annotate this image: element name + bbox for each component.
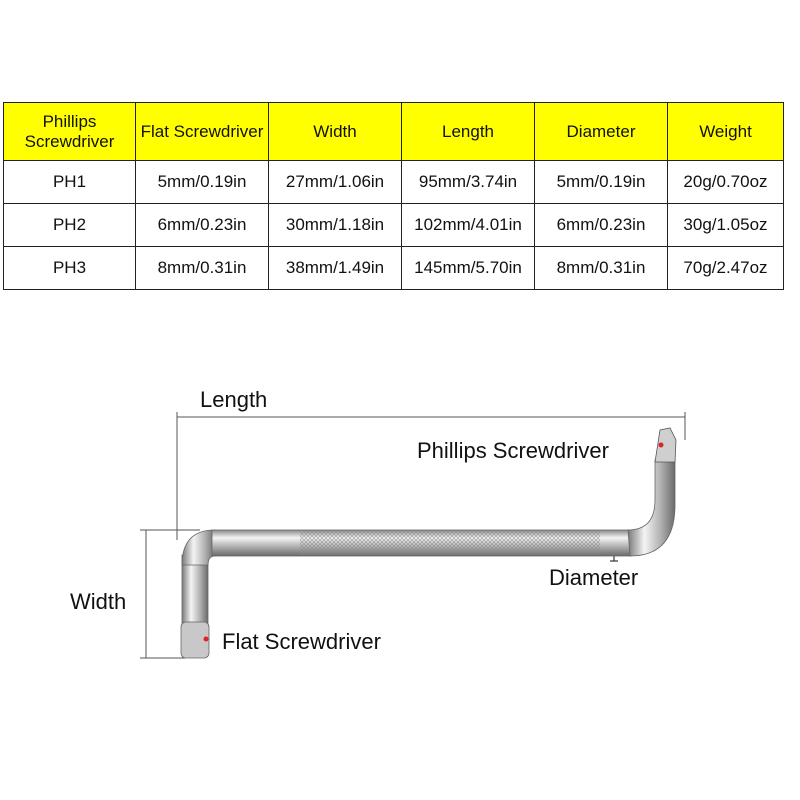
length-dimension [176, 412, 686, 540]
header-flat: Flat Screwdriver [135, 102, 269, 161]
width-dimension [140, 529, 200, 659]
cell: PH2 [3, 203, 136, 247]
width-label: Width [70, 589, 127, 614]
cell: 27mm/1.06in [268, 160, 402, 204]
cell: 5mm/0.19in [534, 160, 668, 204]
flat-marker-dot [203, 636, 209, 642]
diameter-label: Diameter [549, 565, 639, 590]
cell: 145mm/5.70in [401, 246, 535, 290]
cell: 8mm/0.31in [135, 246, 269, 290]
cell: 20g/0.70oz [667, 160, 784, 204]
header-diameter: Diameter [534, 102, 668, 161]
phillips-label: Phillips Screwdriver [417, 438, 609, 463]
cell: PH3 [3, 246, 136, 290]
table-header-row: Phillips Screwdriver Flat Screwdriver Wi… [3, 102, 784, 161]
spec-table: Phillips Screwdriver Flat Screwdriver Wi… [3, 102, 784, 290]
cell: PH1 [3, 160, 136, 204]
header-phillips: Phillips Screwdriver [3, 102, 136, 161]
header-width: Width [268, 102, 402, 161]
cell: 8mm/0.31in [534, 246, 668, 290]
header-length: Length [401, 102, 535, 161]
table-row: PH3 8mm/0.31in 38mm/1.49in 145mm/5.70in … [3, 246, 784, 290]
cell: 102mm/4.01in [401, 203, 535, 247]
cell: 5mm/0.19in [135, 160, 269, 204]
flat-label: Flat Screwdriver [222, 629, 381, 654]
cell: 6mm/0.23in [135, 203, 269, 247]
cell: 38mm/1.49in [268, 246, 402, 290]
screwdriver-image [180, 427, 677, 659]
cell: 6mm/0.23in [534, 203, 668, 247]
length-label: Length [200, 387, 268, 412]
cell: 70g/2.47oz [667, 246, 784, 290]
table-row: PH2 6mm/0.23in 30mm/1.18in 102mm/4.01in … [3, 203, 784, 247]
phillips-marker-dot [658, 442, 664, 448]
